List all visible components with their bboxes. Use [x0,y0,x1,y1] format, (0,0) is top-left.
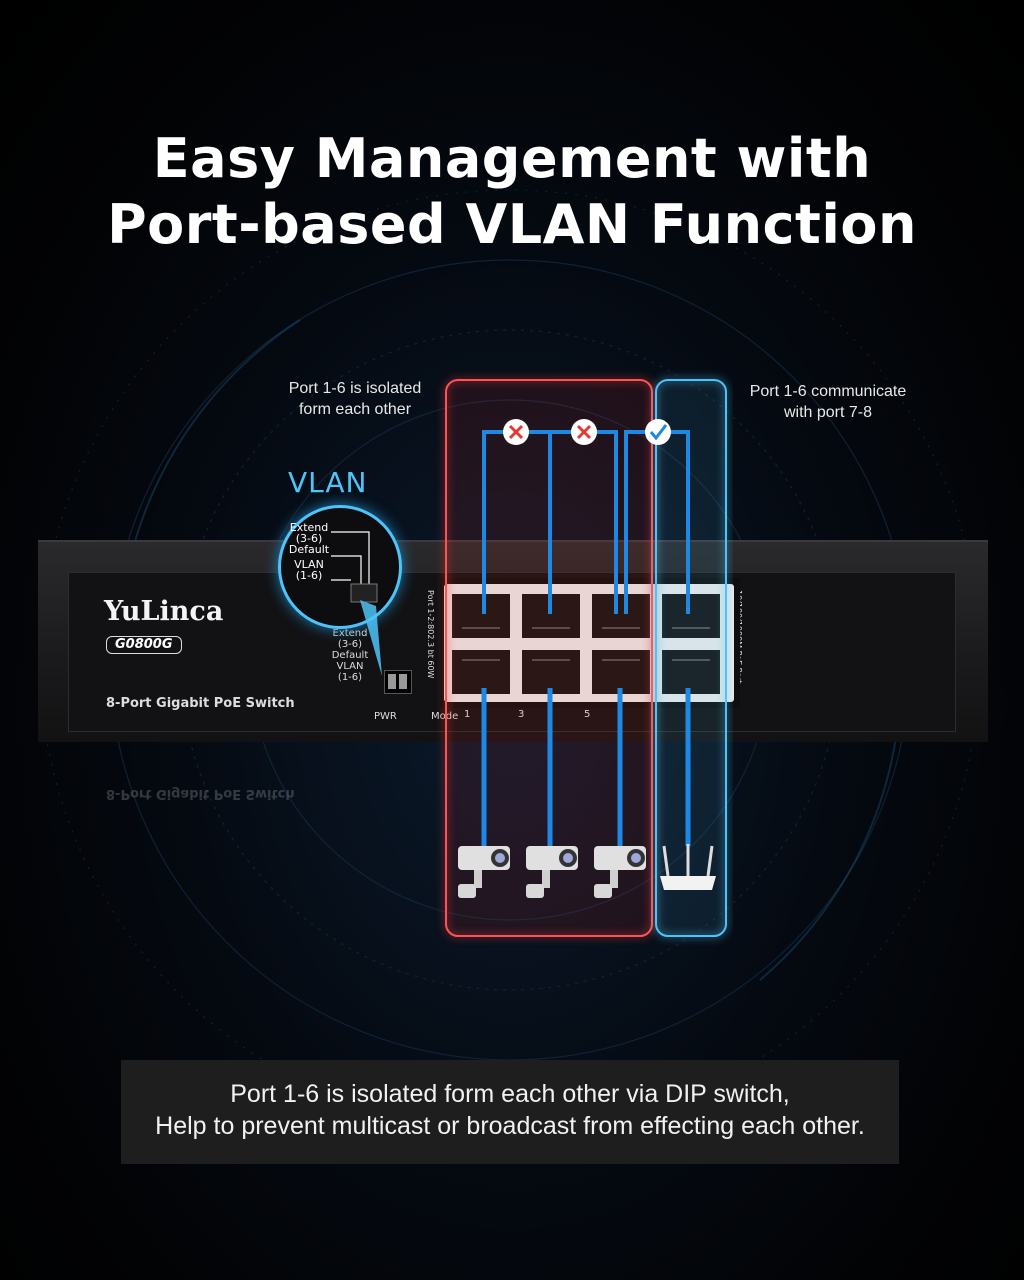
port-5 [592,594,650,638]
port-8 [662,650,720,694]
model-badge: G0800G [106,636,182,654]
x-icon [571,419,597,445]
port-number-3: 3 [518,709,525,720]
router-icon [660,844,716,890]
port-number-row: 1 3 5 [464,709,704,723]
port-6 [592,650,650,694]
vlan-callout-title: VLAN [288,466,368,499]
vlan-diagram [443,377,729,939]
caption-line-2: Help to prevent multicast or broadcast f… [155,1112,865,1140]
vlan-magnifier: Extend (3-6) Default VLAN (1-6) [278,505,402,629]
camera-icon [526,846,578,898]
communicate-note: Port 1-6 communicate with port 7-8 [730,381,926,423]
vlan-mode-vlan-range: (1-6) [295,569,323,582]
caption-box [121,1060,899,1164]
dip-switch[interactable] [384,670,412,694]
product-name: 8-Port Gigabit PoE Switch [106,696,295,711]
dip-switch-labels: Extend (3-6) Default VLAN (1-6) [330,628,370,683]
port-1 [452,594,510,638]
vlan-mode-extend-range: (3-6) [295,532,323,545]
dip-extend-range: (3-6) [337,639,363,650]
heading-line-2: Port-based VLAN Function [107,193,917,256]
dip-vlan-label: VLAN [336,661,364,672]
port-4 [522,650,580,694]
dip-extend-label: Extend [332,628,368,639]
camera-icon [594,846,646,898]
heading-line-1: Easy Management with [152,127,872,190]
isolated-note: Port 1-6 is isolated form each other [250,378,460,420]
caption-line-1: Port 1-6 is isolated form each other via… [230,1080,790,1108]
vlan-pointer [360,600,382,676]
isolated-note-line-1: Port 1-6 is isolated [288,380,422,397]
isolated-frame [445,379,653,937]
communicate-note-line-2: with port 7-8 [783,404,873,421]
check-icon [645,419,671,445]
vlan-mode-extend: Extend [289,521,329,534]
pwr-label: PWR [374,711,397,722]
x-icon [503,419,529,445]
camera-icon [458,846,510,898]
dip-vlan-range: (1-6) [337,672,363,683]
brand-logo: YuLinca [104,596,224,627]
dip-default-label: Default [331,650,369,661]
port-number-1: 1 [464,709,471,720]
vlan-magnifier-labels: Extend (3-6) Default VLAN (1-6) [287,522,331,581]
communicate-frame [655,379,727,937]
isolated-note-line-2: form each other [298,401,412,418]
camera-group [458,846,646,898]
vlan-magnifier-lines [331,531,378,603]
communicate-note-line-1: Port 1-6 communicate [749,383,907,400]
product-name-reflection: 8-Port Gigabit PoE Switch [106,786,295,801]
vlan-mode-vlan: VLAN [294,558,324,571]
vlan-mode-default: Default [288,543,330,556]
port-2 [452,650,510,694]
rj45-port-block [440,578,740,708]
port-7 [662,594,720,638]
port-number-5: 5 [584,709,591,720]
